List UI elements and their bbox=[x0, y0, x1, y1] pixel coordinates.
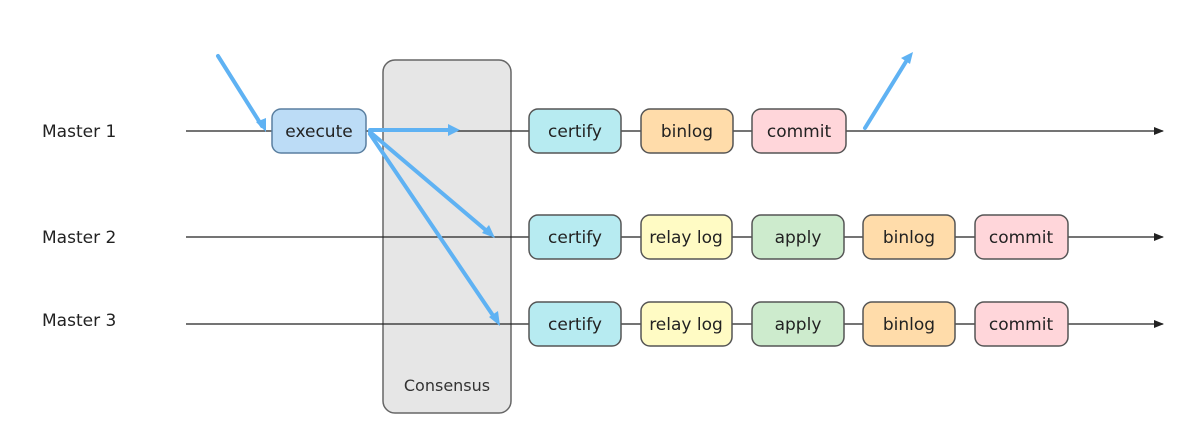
step-certify-master-2: certify bbox=[528, 214, 622, 260]
propagate-arrow-master-2 bbox=[368, 130, 490, 234]
consensus-label: Consensus bbox=[404, 376, 490, 395]
svg-text:commit: commit bbox=[767, 122, 832, 142]
svg-text:certify: certify bbox=[548, 228, 602, 248]
svg-text:binlog: binlog bbox=[883, 228, 935, 248]
incoming-request-arrowhead bbox=[256, 118, 266, 132]
step-binlog-master-1: binlog bbox=[640, 108, 734, 154]
step-apply-master-2: apply bbox=[751, 214, 845, 260]
svg-text:relay log: relay log bbox=[649, 228, 723, 248]
svg-text:relay log: relay log bbox=[649, 315, 723, 335]
incoming-request-arrow bbox=[216, 54, 264, 128]
step-binlog-master-3: binlog bbox=[862, 301, 956, 347]
response-arrow bbox=[863, 58, 909, 130]
step-commit-master-3: commit bbox=[974, 301, 1069, 347]
step-binlog-master-2: binlog bbox=[862, 214, 956, 260]
propagate-arrowhead-master-2 bbox=[482, 225, 495, 238]
row-label-master-1: Master 1 bbox=[42, 122, 116, 142]
step-commit-master-2: commit bbox=[974, 214, 1069, 260]
svg-text:certify: certify bbox=[548, 122, 602, 142]
svg-text:commit: commit bbox=[989, 228, 1054, 248]
response-arrowhead bbox=[901, 52, 913, 64]
step-certify-master-3: certify bbox=[528, 301, 622, 347]
row-label-master-2: Master 2 bbox=[42, 228, 116, 248]
svg-text:commit: commit bbox=[989, 315, 1054, 335]
step-certify-master-1: certify bbox=[528, 108, 622, 154]
svg-text:binlog: binlog bbox=[883, 315, 935, 335]
svg-text:certify: certify bbox=[548, 315, 602, 335]
svg-text:execute: execute bbox=[285, 122, 352, 142]
propagate-arrowhead-master-3 bbox=[489, 311, 500, 326]
svg-text:binlog: binlog bbox=[661, 122, 713, 142]
svg-text:apply: apply bbox=[775, 228, 822, 248]
row-label-master-3: Master 3 bbox=[42, 311, 116, 331]
svg-text:apply: apply bbox=[775, 315, 822, 335]
propagate-arrowhead-master-1 bbox=[448, 124, 460, 136]
step-commit-master-1: commit bbox=[751, 108, 847, 154]
propagate-arrow-master-3 bbox=[368, 132, 496, 319]
step-relay-log-master-2: relay log bbox=[640, 214, 733, 260]
step-execute: execute bbox=[271, 108, 367, 154]
step-apply-master-3: apply bbox=[751, 301, 845, 347]
step-relay-log-master-3: relay log bbox=[640, 301, 733, 347]
